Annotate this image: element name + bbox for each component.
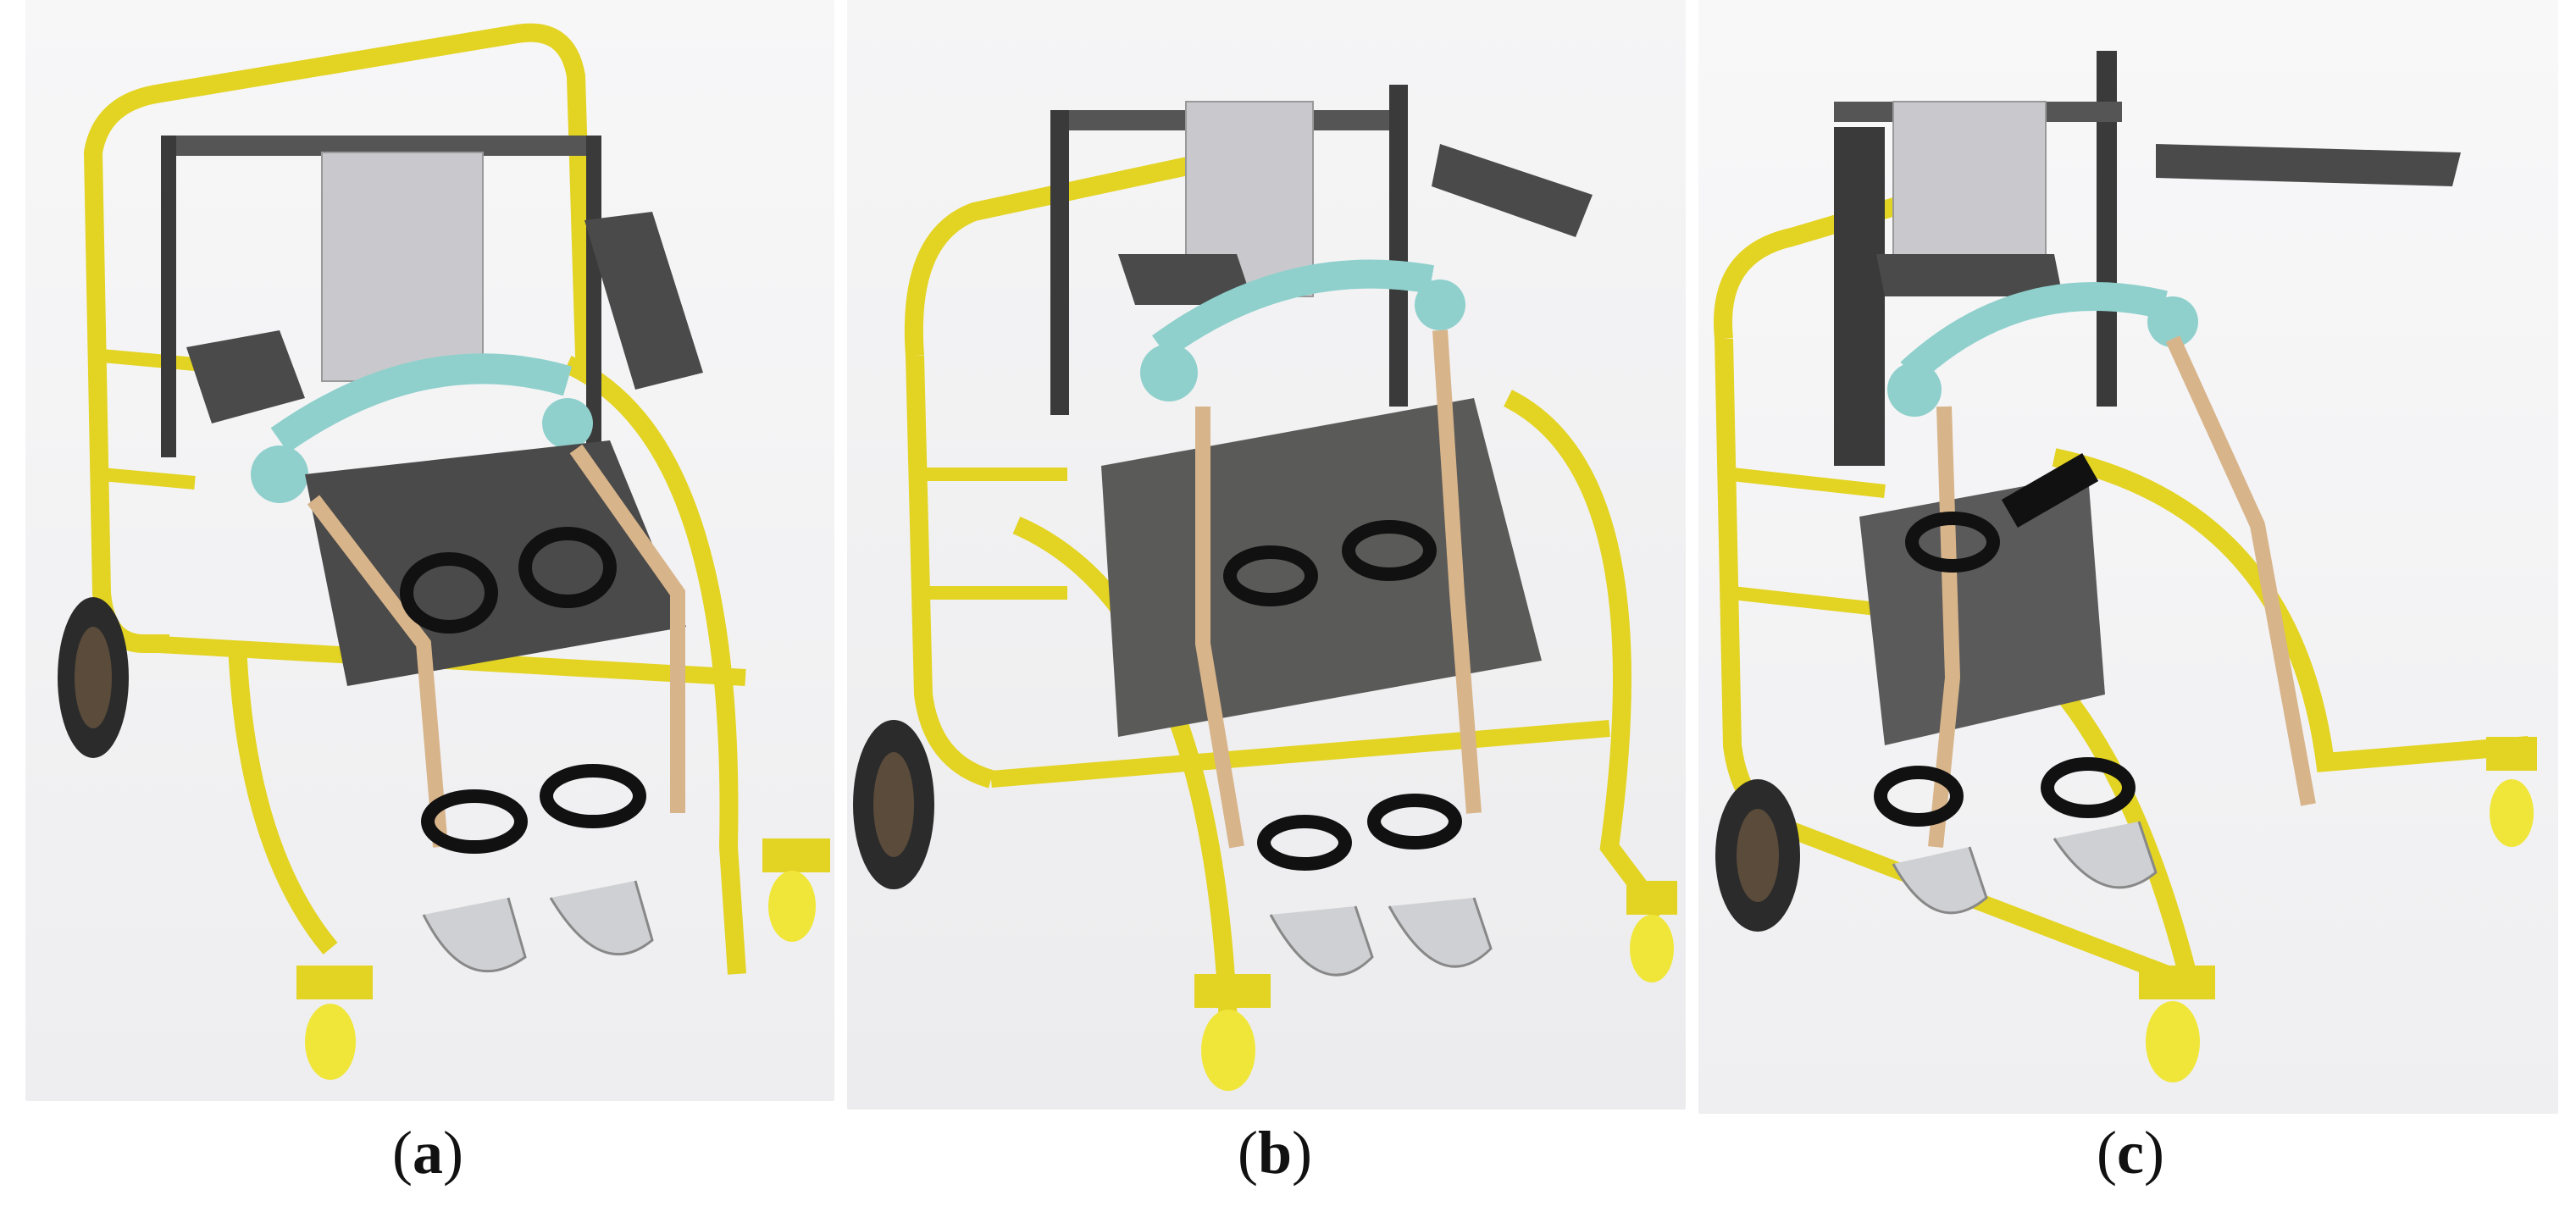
frame-top-rail — [904, 152, 1214, 357]
caster-left — [305, 1004, 356, 1080]
frame-top-rail — [1714, 160, 2024, 340]
hip-mechanism — [270, 353, 573, 453]
armrest-right — [2156, 144, 2461, 186]
back-left-post — [161, 136, 176, 457]
caster-mount-left — [2139, 966, 2215, 999]
panel-label-b: b — [1257, 1119, 1293, 1187]
walker-render-b — [853, 85, 1677, 1091]
frame-base-bar — [1788, 822, 2193, 991]
back-right-post — [586, 136, 601, 457]
shank-strap-right — [2041, 757, 2136, 818]
foot-plate-right — [549, 880, 654, 956]
caster-mount-right — [2486, 737, 2537, 771]
hip-joint-right — [1415, 279, 1465, 330]
caster-mount-left — [296, 966, 373, 999]
back-left-post — [1834, 127, 1885, 466]
thigh-strap-right — [1342, 520, 1437, 581]
back-left-post — [1050, 110, 1069, 415]
foot-plate-left — [1269, 905, 1374, 977]
hip-joint-left — [251, 445, 308, 503]
frame-top-rail — [84, 23, 594, 365]
caster-right — [1630, 915, 1674, 982]
frame-left — [906, 355, 994, 789]
armrest-left — [1876, 254, 2063, 296]
frame-left-rungs — [923, 468, 1067, 600]
thigh-strap-left — [400, 552, 498, 634]
foot-plate-right — [2052, 821, 2158, 889]
panel-caption-c: (c) — [2097, 1119, 2164, 1187]
thigh-strap-right — [2001, 453, 2099, 528]
backrest — [1892, 101, 2047, 272]
frame-right-arch — [1504, 390, 1668, 921]
caster-right — [2490, 779, 2534, 847]
walker-render-c — [1714, 51, 2537, 1082]
leg-brace-right — [2165, 335, 2316, 806]
shank-strap-right — [1367, 794, 1462, 849]
caster-mount-right — [762, 838, 830, 872]
panel-caption-b: (b) — [1237, 1119, 1312, 1187]
panel-label-c: c — [2117, 1119, 2144, 1187]
frame-right-arch — [2052, 448, 2529, 772]
caster-right — [768, 871, 816, 942]
backrest — [321, 152, 484, 382]
hip-joint-left — [1887, 362, 1942, 417]
leg-brace-right — [569, 444, 685, 813]
foot-plate-left — [422, 897, 527, 973]
walker-render-a — [58, 23, 830, 1080]
caster-left — [1201, 1010, 1255, 1091]
shank-strap-left — [1257, 815, 1352, 871]
leg-brace-left — [1195, 407, 1244, 849]
seat — [1101, 398, 1542, 737]
back-right-post — [1389, 85, 1408, 407]
leg-brace-left — [307, 495, 448, 848]
panel-label-a: a — [413, 1119, 443, 1187]
caster-mount-left — [1194, 974, 1271, 1008]
caster-mount-right — [1626, 881, 1677, 915]
rear-wheel-hub — [75, 627, 112, 728]
hip-mechanism — [1900, 282, 2168, 384]
armrest-right — [1432, 144, 1593, 237]
hip-joint-right — [542, 398, 593, 449]
leg-brace-left — [1928, 406, 1961, 848]
thigh-strap-left — [1905, 512, 2000, 573]
frame-left-rungs — [101, 349, 196, 490]
frame-front-arch — [228, 643, 338, 955]
frame-right-arch — [563, 355, 746, 975]
seat — [1859, 474, 2105, 745]
shank-strap-right — [540, 764, 646, 828]
render-panel-a — [25, 0, 834, 1101]
foot-plate-right — [1388, 897, 1493, 968]
render-panel-c — [1698, 0, 2558, 1114]
caster-left — [2146, 1001, 2200, 1082]
thigh-strap-right — [518, 527, 617, 608]
shank-strap-left — [1874, 766, 1964, 827]
leg-brace-right — [1432, 329, 1482, 814]
frame-left-rungs — [1731, 468, 1886, 617]
shank-strap-left — [421, 789, 528, 854]
armrest-left — [1118, 254, 1254, 305]
rear-wheel-hub — [1737, 809, 1779, 902]
hip-joint-right — [2147, 296, 2198, 347]
hip-mechanism — [1151, 259, 1434, 359]
frame-left — [1715, 338, 1795, 839]
render-panel-b — [847, 0, 1686, 1110]
armrest-left — [186, 330, 305, 423]
frame-base-bar — [990, 720, 1610, 788]
panel-caption-a: (a) — [392, 1119, 463, 1187]
hip-joint-left — [1140, 344, 1198, 401]
thigh-strap-left — [1223, 545, 1318, 606]
armrest-right — [584, 212, 703, 390]
frame-left — [84, 152, 169, 653]
rear-wheel-hub — [873, 752, 914, 857]
foot-plate-left — [1892, 846, 1988, 915]
